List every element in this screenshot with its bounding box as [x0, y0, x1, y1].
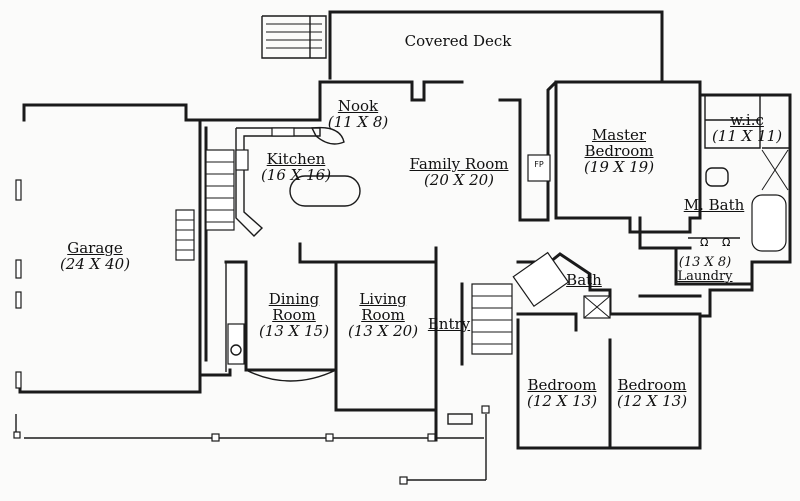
fireplace-label: FP [534, 160, 544, 169]
nook-name: Nook [337, 97, 379, 115]
master-bedroom-name-2: Bedroom [584, 141, 654, 160]
dining-room-label: Dining Room (13 X 15) [258, 290, 330, 340]
bath-label: Bath [566, 271, 602, 289]
entry-stairs [460, 282, 513, 366]
family-room-label: Family Room (20 X 20) [410, 156, 509, 189]
wic-size: (11 X 11) [711, 126, 783, 145]
dining-room-size: (13 X 15) [258, 321, 330, 340]
living-room-label: Living Room (13 X 20) [347, 290, 419, 340]
bedroom-2-label: Bedroom (12 X 13) [617, 377, 687, 410]
garage-walls [15, 103, 202, 394]
wic-label: w.i.c (11 X 11) [712, 112, 782, 145]
bedroom-2-size: (12 X 13) [616, 391, 688, 410]
living-room-size: (13 X 20) [347, 321, 419, 340]
family-room-size: (20 X 20) [423, 170, 495, 189]
interior-walls-north [498, 80, 790, 252]
nook-size: (11 X 8) [327, 112, 389, 131]
svg-text:Ω: Ω [700, 236, 708, 249]
interior-walls-south [224, 242, 438, 442]
dining-room-name-2: Room [272, 305, 316, 324]
master-bath-label: M. Bath [683, 196, 745, 214]
living-room-name-2: Room [361, 305, 405, 324]
family-room-name: Family Room [409, 155, 509, 173]
kitchen-name: Kitchen [266, 150, 326, 168]
bedroom-1-label: Bedroom (12 X 13) [527, 377, 597, 410]
bedroom-1-size: (12 X 13) [526, 391, 598, 410]
nook-label: Nook (11 X 8) [328, 98, 389, 131]
bedroom-2-name: Bedroom [617, 376, 687, 394]
kitchen-fixtures [205, 126, 361, 237]
wic-name: w.i.c [730, 111, 764, 129]
garage-name: Garage [67, 239, 123, 257]
exterior-walls [198, 80, 792, 450]
svg-text:Ω: Ω [722, 236, 730, 249]
bedroom-1-name: Bedroom [527, 376, 597, 394]
dining-room-name-1: Dining [268, 290, 320, 308]
laundry-walls: Ω Ω [638, 216, 754, 286]
master-bedroom-label: Master Bedroom (19 X 19) [583, 126, 655, 176]
laundry-size: (13 X 8) [678, 255, 732, 270]
front-porch [13, 405, 490, 485]
laundry-name: Laundry [677, 268, 733, 284]
bedroom-wing-walls [512, 251, 702, 450]
garage-label: Garage (24 X 40) [60, 240, 130, 273]
entry-label: Entry [427, 315, 471, 333]
covered-deck-label: Covered Deck [404, 32, 512, 50]
kitchen-label: Kitchen (16 X 16) [261, 151, 331, 184]
master-bedroom-name-1: Master [591, 126, 647, 144]
covered-deck-outline [261, 10, 664, 84]
garage-size: (24 X 40) [59, 254, 131, 273]
master-bedroom-size: (19 X 19) [583, 157, 655, 176]
living-room-name-1: Living [359, 290, 407, 308]
kitchen-size: (16 X 16) [260, 165, 332, 184]
laundry-label: (13 X 8) Laundry [677, 256, 732, 283]
